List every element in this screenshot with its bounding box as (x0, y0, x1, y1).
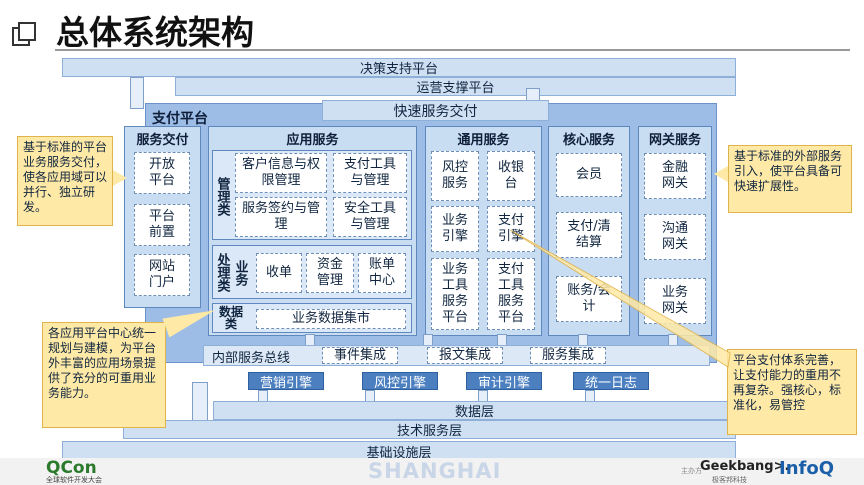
pay-tool-platform-box: 支付工具服务平台 (487, 258, 535, 330)
pay-platform-label: 支付平台 (152, 111, 208, 127)
proc-label: 处理类 (214, 252, 230, 292)
pay-engine-box: 支付引擎 (487, 206, 535, 252)
audit-engine: 审计引擎 (466, 372, 542, 391)
qcon-logo: QCon (46, 458, 97, 478)
customer-info-mgmt-box: 客户信息与权限管理 (235, 153, 327, 193)
callout-left-bottom: 各应用平台中心统一规划与建模，为平台外丰富的应用场景提供了充分的可重用业务能力。 (42, 322, 166, 428)
geekbang-subtitle: 极客邦科技 (712, 476, 747, 484)
biz-tool-platform-box: 业务工具服务平台 (431, 258, 479, 330)
message-integration-box: 报文集成 (427, 347, 503, 364)
geekbang-logo: Geekbang>. (700, 459, 790, 474)
callout-tip (113, 170, 127, 186)
biz-engine-box: 业务引擎 (431, 206, 479, 252)
service-contract-mgmt-box: 服务签约与管理 (235, 197, 327, 237)
city-watermark: SHANGHAI (368, 459, 502, 483)
member-box: 会员 (556, 153, 622, 197)
bill-center-box: 账单中心 (358, 253, 406, 293)
vertical-arrow-top-left (130, 77, 144, 109)
vertical-arrow-left (192, 382, 208, 424)
biz-data-mart-box: 业务数据集市 (256, 309, 406, 329)
service-delivery-header: 服务交付 (136, 132, 189, 148)
decision-platform: 决策支持平台 (62, 58, 736, 77)
biz-label: 业务 (232, 260, 248, 286)
pay-clearing-box: 支付/清结算 (556, 212, 622, 258)
callout-right-bottom: 平台支付体系完善，让支付能力的重用不再复杂。强核心，标准化，易管控 (727, 349, 857, 435)
accounting-box: 账务/会计 (556, 276, 622, 322)
unified-log: 统一日志 (573, 372, 649, 391)
callout-left-top: 基于标准的平台业务服务交付，使各应用域可以并行、独立研发。 (17, 136, 113, 226)
website-portal-box: 网站门户 (134, 254, 190, 296)
infoq-logo: InfoQ (779, 458, 835, 479)
core-service-header: 核心服务 (562, 132, 615, 148)
bus-label: 内部服务总线 (212, 351, 291, 366)
callout-tip (714, 166, 728, 182)
fund-mgmt-box: 资金管理 (306, 253, 354, 293)
callout-right-top: 基于标准的外部服务引入，使平台具备可快速扩展性。 (728, 145, 852, 213)
page-title: 总体系统架构 (56, 13, 254, 52)
app-service-header: 应用服务 (286, 132, 339, 148)
service-integration-box: 服务集成 (530, 347, 606, 364)
callout-pointer (509, 229, 731, 368)
event-integration-box: 事件集成 (322, 347, 398, 364)
risk-service-box: 风控服务 (431, 151, 479, 201)
gateway-service-header: 网关服务 (648, 132, 701, 148)
cashier-box: 收银台 (487, 151, 535, 201)
tech-service-layer: 技术服务层 (123, 420, 736, 439)
finance-gateway-box: 金融网关 (644, 153, 706, 199)
pay-tool-mgmt-box: 支付工具与管理 (333, 153, 407, 193)
security-tool-mgmt-box: 安全工具与管理 (333, 197, 407, 237)
open-platform-box: 开放平台 (134, 152, 190, 194)
title-underline (55, 49, 850, 51)
fast-service-delivery: 快速服务交付 (322, 100, 549, 121)
marketing-engine: 营销引擎 (248, 372, 324, 391)
operation-platform: 运营支撑平台 (175, 77, 736, 96)
risk-engine: 风控引擎 (362, 372, 438, 391)
common-service-header: 通用服务 (457, 132, 510, 148)
mgmt-label: 管理类 (214, 176, 230, 216)
comm-gateway-box: 沟通网关 (644, 214, 706, 260)
title-icon (10, 19, 40, 49)
data-label: 数据类 (218, 305, 243, 331)
host-label: 主办方 (681, 467, 702, 475)
data-layer: 数据层 (213, 401, 736, 420)
infra-layer: 基础设施层 (62, 441, 736, 462)
qcon-subtitle: 全球软件开发大会 (46, 476, 102, 484)
footer-bar (0, 458, 864, 485)
platform-frontend-box: 平台前置 (134, 204, 190, 246)
acquiring-box: 收单 (256, 253, 302, 293)
